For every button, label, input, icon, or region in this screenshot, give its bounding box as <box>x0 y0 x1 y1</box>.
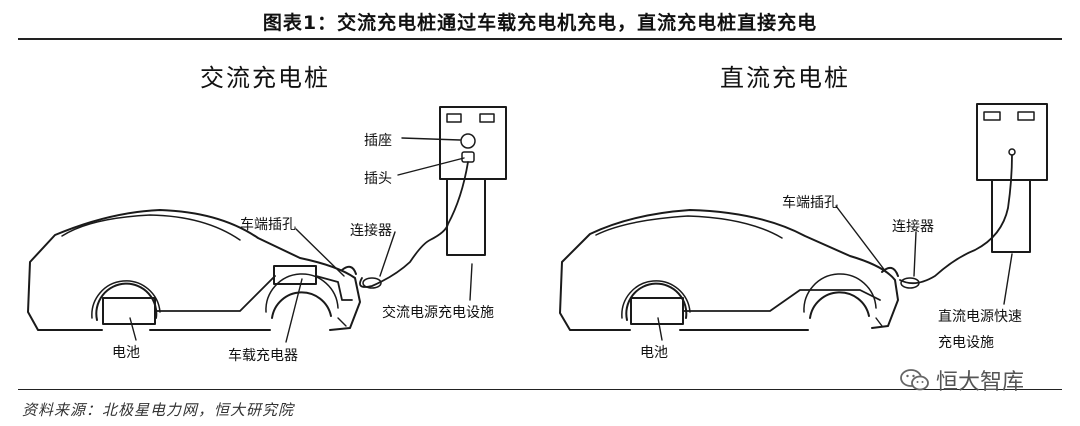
ac-car-port <box>341 265 357 275</box>
ac-plug-shape <box>461 151 475 163</box>
ac-panel-title: 交流充电桩 <box>200 64 330 92</box>
ac-post-stem <box>446 178 486 256</box>
ac-car-rear-wheel <box>271 291 332 319</box>
ac-car-window <box>61 214 241 241</box>
ac-onboard-charger-box <box>273 265 317 285</box>
dc-battery-box <box>630 297 684 325</box>
dc-car-window <box>595 215 783 239</box>
dc-charging-facility-label-1: 直流电源快速 <box>938 309 1022 325</box>
ac-plug-label: 插头 <box>364 171 392 187</box>
ac-battery-label: 电池 <box>112 345 140 361</box>
ac-socket-circle <box>460 133 476 149</box>
source-note: 资料来源：北极星电力网，恒大研究院 <box>22 401 295 419</box>
ac-charging-facility-label: 交流电源充电设施 <box>382 305 494 321</box>
dc-battery-label: 电池 <box>640 345 668 361</box>
ac-tail-mark <box>337 317 347 327</box>
ac-cable <box>359 161 469 288</box>
ac-onboard-charger-label: 车载充电器 <box>228 348 298 364</box>
figure-title: 图表1：交流充电桩通过车载充电机充电，直流充电桩直接充电 <box>262 12 818 34</box>
dc-tail-mark <box>875 317 883 327</box>
dc-panel-title: 直流充电桩 <box>720 64 850 92</box>
ac-car-body <box>27 209 361 331</box>
dc-car-front-wheel <box>625 282 688 321</box>
dc-connector-ring <box>900 277 920 289</box>
ac-connector-ring <box>362 277 382 289</box>
dc-car-rear-wheel <box>809 291 870 319</box>
dc-cable <box>899 154 1013 285</box>
dc-car <box>559 209 899 331</box>
wechat-icon <box>900 369 929 391</box>
ac-car-port-label: 车端插孔 <box>240 217 296 233</box>
ac-connector-label: 连接器 <box>350 223 392 239</box>
dc-car-port <box>881 266 899 277</box>
top-rule <box>18 38 1062 40</box>
ac-internal-wiring <box>154 275 353 312</box>
ac-battery-box <box>102 297 156 325</box>
dc-internal-wiring <box>682 289 881 312</box>
ac-leaders <box>129 137 473 343</box>
dc-car-front-fender <box>621 280 691 319</box>
dc-car-rear-fender <box>803 273 877 313</box>
dc-connector-label: 连接器 <box>892 219 934 235</box>
bottom-rule <box>18 389 1062 390</box>
dc-car-port-label: 车端插孔 <box>782 195 838 211</box>
dc-car-body <box>559 209 899 331</box>
watermark-text: 恒大智库 <box>936 370 1025 395</box>
ac-post-top <box>439 106 507 180</box>
watermark: 恒大智库 <box>900 364 1024 396</box>
dc-charging-facility-label-2: 充电设施 <box>938 335 994 351</box>
ac-car <box>27 209 361 331</box>
ac-charging-post <box>439 106 507 256</box>
dc-leaders <box>657 205 1013 341</box>
ac-socket-label: 插座 <box>364 133 392 149</box>
ac-car-rear-fender <box>265 273 339 313</box>
